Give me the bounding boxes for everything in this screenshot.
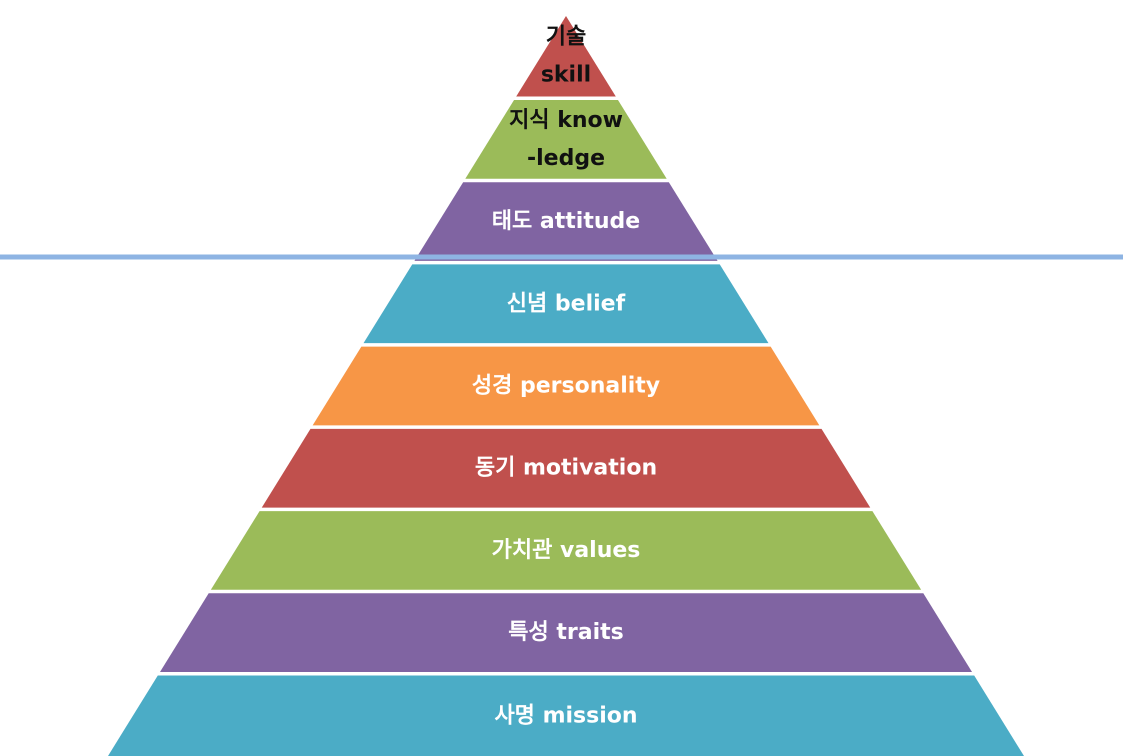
pyramid-layer-7 [210,511,922,590]
pyramid-layer-2 [465,99,667,179]
pyramid-layer-2-label-line-1: 지식 know [509,108,623,133]
pyramid-layer-5 [312,346,820,426]
pyramid-labels: 기술 skill 지식 know -ledge 태도 attitude 신념 belief… [472,25,660,729]
pyramid-layer-4-label-line-1: 신념 belief [507,291,626,316]
pyramid-layer-3 [414,182,718,261]
pyramid-layer-6-label-line-1: 동기 motivation [475,456,657,481]
pyramid-layer-6 [261,428,871,508]
pyramid-layers [108,16,1024,756]
pyramid-layer-8 [159,593,973,673]
pyramid-layer-9 [108,675,1024,756]
pyramid-layer-9-label-line-1: 사명 mission [494,703,637,728]
pyramid-layer-4 [363,264,769,344]
pyramid-layer-1 [516,16,616,97]
pyramid-layer-1-label-line-1: 기술 [546,25,586,50]
pyramid-layer-8-label-line-1: 특성 traits [508,620,624,645]
pyramid-layer-5-label-line-1: 성경 personality [472,374,660,399]
pyramid-layer-7-label-line-1: 가치관 values [492,538,641,563]
pyramid-layer-1-label-line-2: skill [541,63,591,88]
pyramid-layer-2-label-line-2: -ledge [527,146,605,171]
pyramid-layer-3-label-line-1: 태도 attitude [492,209,640,234]
